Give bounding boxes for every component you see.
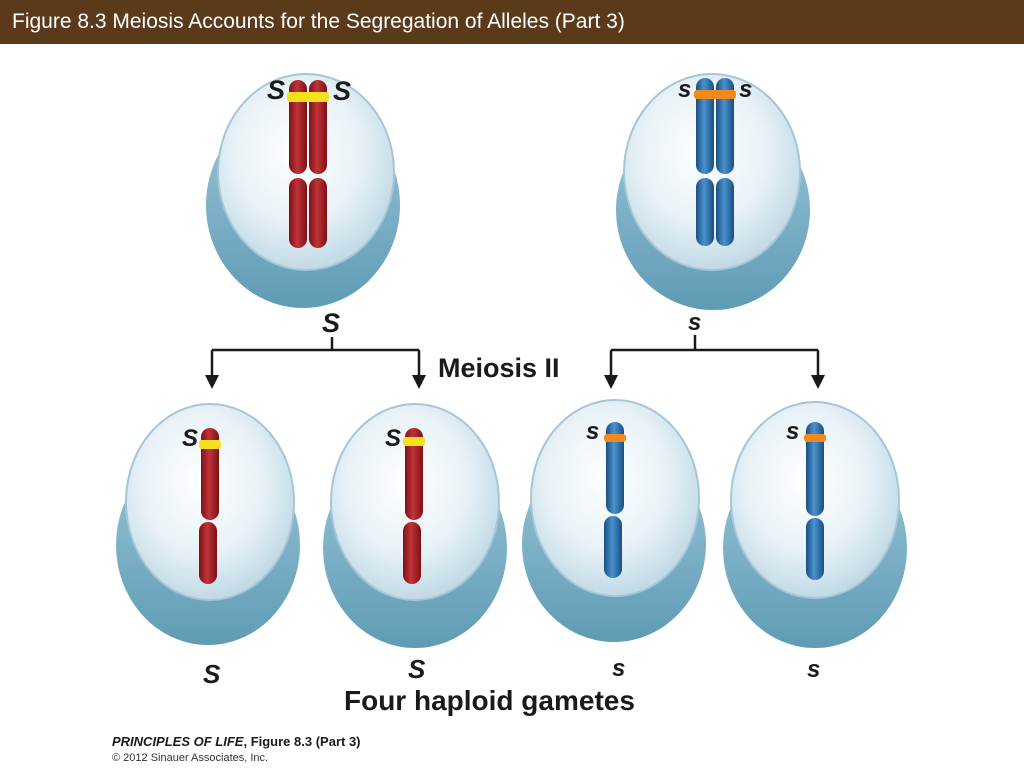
gamete-3-genotype: s — [612, 655, 626, 682]
cell-membrane — [623, 73, 801, 271]
parent-right-genotype: s — [688, 309, 702, 336]
gamete-1-allele: S — [182, 425, 199, 452]
title-bar: Figure 8.3 Meiosis Accounts for the Segr… — [0, 0, 1024, 44]
gamete-4-allele: s — [786, 418, 800, 445]
allele-band-recessive — [604, 434, 626, 442]
arrowhead — [205, 375, 219, 389]
parent-cell-left — [206, 73, 400, 308]
parent-left-allele-left: S — [267, 75, 286, 105]
parent-right-allele-right: s — [739, 76, 753, 103]
gamete-cell-1 — [116, 403, 300, 645]
allele-band-dominant — [287, 92, 329, 102]
gamete-cell-2 — [323, 403, 507, 648]
copyright-notice: © 2012 Sinauer Associates, Inc. — [112, 752, 269, 764]
arrowhead — [811, 375, 825, 389]
gamete-cell-3 — [522, 399, 706, 642]
slide-title: Figure 8.3 Meiosis Accounts for the Segr… — [12, 10, 625, 33]
book-title: PRINCIPLES OF LIFE — [112, 734, 244, 749]
parent-left-allele-right: S — [333, 76, 352, 106]
allele-band-recessive — [694, 90, 736, 99]
parent-cell-right — [616, 73, 810, 310]
gamete-2-allele: S — [385, 425, 402, 452]
allele-band-dominant — [199, 440, 221, 449]
arrow-left-branch — [210, 337, 421, 378]
arrow-right-branch — [609, 335, 820, 378]
meiosis-ii-label: Meiosis II — [438, 353, 560, 383]
arrowhead — [604, 375, 618, 389]
gamete-2-genotype: S — [408, 654, 426, 684]
allele-band-recessive — [804, 434, 826, 442]
figure-credit: PRINCIPLES OF LIFE, Figure 8.3 (Part 3) — [112, 734, 361, 749]
figure-reference: , Figure 8.3 (Part 3) — [243, 734, 361, 749]
chromosome-dominant-pair — [287, 80, 329, 248]
gamete-1-genotype: S — [203, 659, 221, 689]
gamete-4-genotype: s — [807, 656, 821, 683]
cell-membrane — [217, 73, 395, 271]
parent-left-genotype: S — [322, 308, 341, 338]
parent-right-allele-left: s — [678, 76, 692, 103]
gamete-cell-4 — [723, 401, 907, 648]
gametes-caption: Four haploid gametes — [344, 685, 635, 716]
arrowhead — [412, 375, 426, 389]
chromosome-recessive-pair — [694, 78, 736, 246]
allele-band-dominant — [403, 437, 425, 446]
gamete-3-allele: s — [586, 418, 600, 445]
